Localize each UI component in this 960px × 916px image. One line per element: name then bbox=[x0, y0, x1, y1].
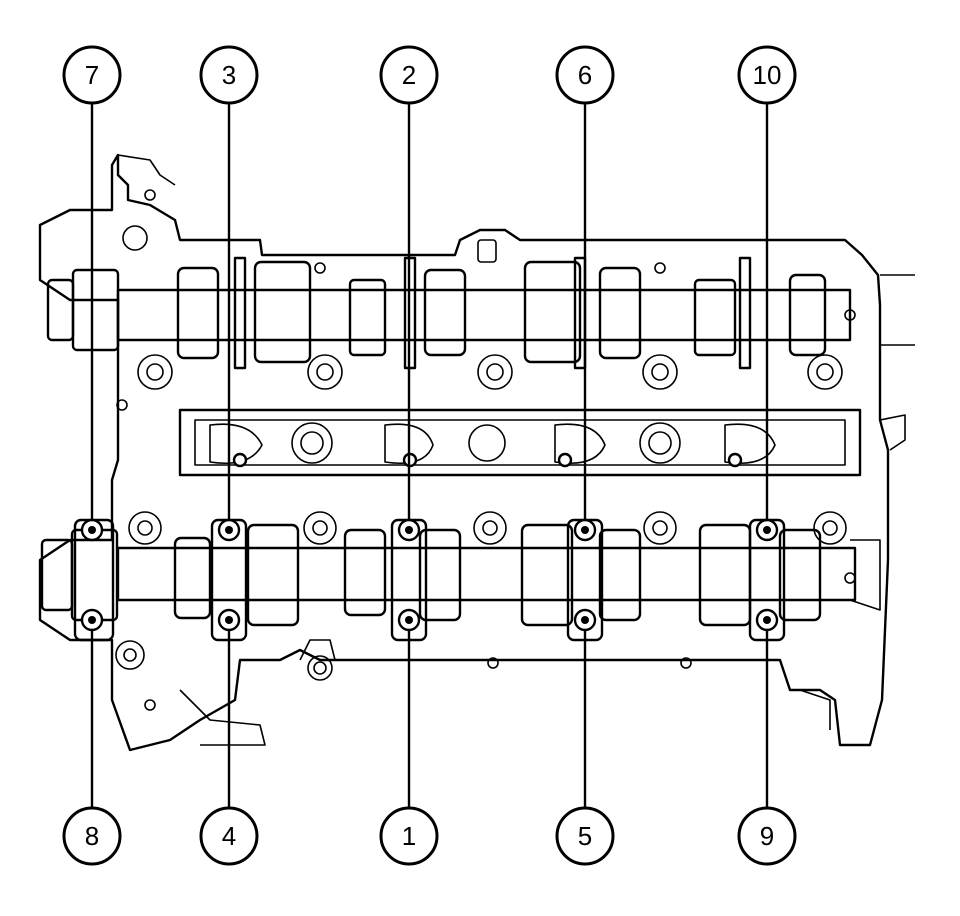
callout-label: 10 bbox=[753, 60, 782, 90]
callout-8: 8 bbox=[62, 806, 122, 866]
callout-label: 7 bbox=[85, 60, 99, 90]
callout-label: 3 bbox=[222, 60, 236, 90]
callout-label: 5 bbox=[578, 821, 592, 851]
callout-10: 10 bbox=[737, 45, 797, 105]
callout-label: 2 bbox=[402, 60, 416, 90]
callout-label: 9 bbox=[760, 821, 774, 851]
callout-label: 4 bbox=[222, 821, 236, 851]
callout-5: 5 bbox=[555, 806, 615, 866]
sequence-bolts bbox=[73, 511, 856, 711]
cylinder-head-outline bbox=[38, 153, 915, 752]
callout-3: 3 bbox=[199, 45, 259, 105]
callout-label: 8 bbox=[85, 821, 99, 851]
leader-lines bbox=[90, 101, 769, 810]
lower-camshaft bbox=[40, 523, 857, 627]
callout-6: 6 bbox=[555, 45, 615, 105]
callout-label: 6 bbox=[578, 60, 592, 90]
top-callouts: 7 3 2 6 10 bbox=[62, 45, 797, 105]
spark-plug-channel bbox=[178, 408, 862, 477]
callout-label: 1 bbox=[402, 821, 416, 851]
callout-7: 7 bbox=[62, 45, 122, 105]
callout-1: 1 bbox=[379, 806, 439, 866]
callout-4: 4 bbox=[199, 806, 259, 866]
upper-camshaft bbox=[46, 256, 852, 370]
upper-cap-bolts bbox=[116, 189, 856, 411]
callout-9: 9 bbox=[737, 806, 797, 866]
bottom-callouts: 8 4 1 5 9 bbox=[62, 806, 797, 866]
callout-2: 2 bbox=[379, 45, 439, 105]
